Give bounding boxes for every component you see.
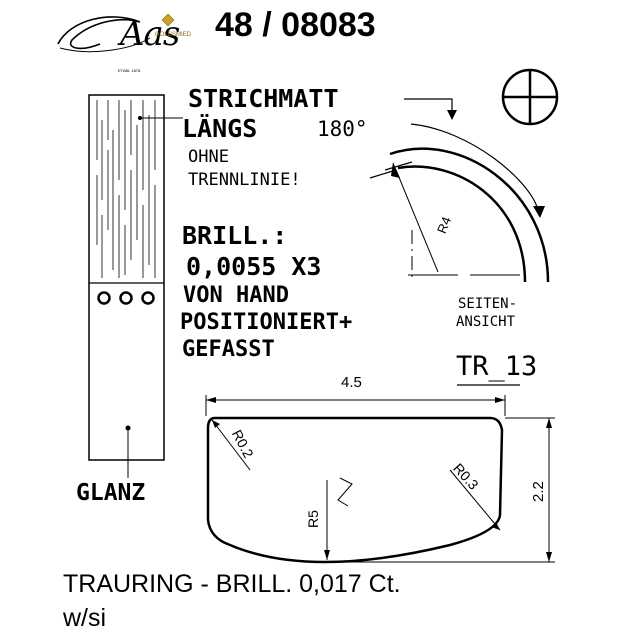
- logo-diamond-icon: [161, 13, 175, 27]
- finish-note-line1: STRICHMATT: [188, 84, 339, 113]
- ring-front-view: [88, 94, 183, 478]
- side-view-label-line2: ANSICHT: [456, 314, 516, 330]
- setting-line2: POSITIONIERT+: [180, 310, 353, 335]
- crosshair-icon: [501, 68, 559, 126]
- stones-label: BRILL.:: [182, 221, 288, 250]
- footer-description: TRAURING - BRILL. 0,017 Ct.: [63, 570, 401, 598]
- setting-line1: VON HAND: [183, 283, 289, 308]
- profile-cross-section: [205, 395, 555, 564]
- profile-width: 4.5: [341, 374, 362, 391]
- setting-line3: GEFASST: [182, 337, 275, 362]
- footer-metal: w/si: [63, 604, 107, 632]
- profile-code: TR_13: [456, 351, 538, 382]
- profile-height: 2.2: [530, 481, 547, 502]
- polish-label: GLANZ: [76, 480, 146, 506]
- logo-subtext: GOLDSMIED: [155, 32, 192, 38]
- finish-note-line2: LÄNGS: [182, 114, 258, 143]
- finish-note-line4: TRENNLINIE!: [188, 170, 301, 190]
- logo-mark: [57, 13, 175, 53]
- profile-radius-bottom: R5: [305, 510, 321, 528]
- logo-tagline: ETABL 1878: [118, 68, 141, 73]
- stones-value: 0,0055 X3: [186, 252, 322, 281]
- side-view-label-line1: SEITEN-: [458, 296, 518, 312]
- brushed-texture: [96, 100, 156, 278]
- side-view: [369, 98, 550, 283]
- article-number: 48 / 08083: [215, 6, 376, 44]
- finish-angle: 180°: [317, 117, 368, 141]
- finish-note-line3: OHNE: [188, 147, 229, 167]
- logo-text: Aas: [120, 14, 180, 54]
- brilliant-stone-icon: [97, 291, 155, 305]
